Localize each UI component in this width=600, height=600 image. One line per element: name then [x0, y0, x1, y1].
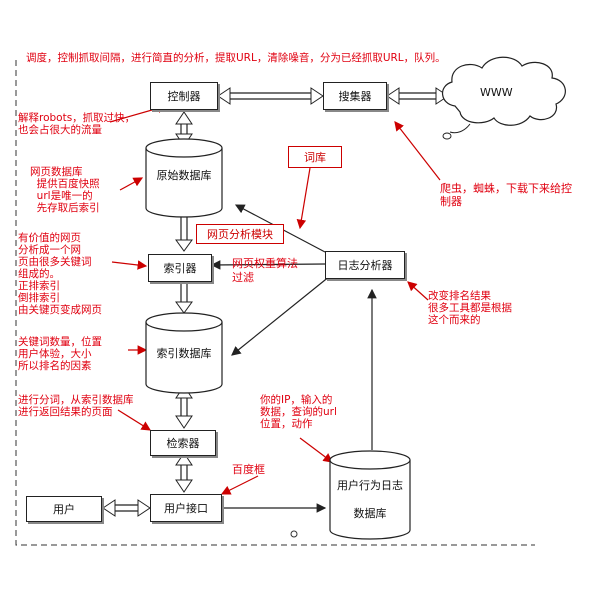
searcher-label: 检索器	[166, 437, 200, 450]
indexer-box: 索引器	[148, 254, 212, 282]
www-cloud-shape	[442, 56, 566, 140]
weight-calc-text: 网页权重算法	[232, 257, 298, 270]
note-behavior: 你的IP，输入的 数据，查询的url 位置，动作	[260, 394, 337, 430]
log-analyzer-box: 日志分析器	[325, 251, 405, 279]
controller-box: 控制器	[150, 82, 218, 110]
log-analyzer-label: 日志分析器	[337, 259, 393, 272]
collector-www-arrow	[386, 87, 449, 105]
user-interface-label: 用户接口	[164, 502, 208, 515]
user-box: 用户	[26, 496, 102, 522]
page-analysis-box: 网页分析模块	[196, 224, 284, 244]
note-ranking: 关键词数量，位置 用户体验，大小 所以排名的因素	[18, 336, 102, 372]
lexicon-arrow	[296, 167, 311, 230]
user-ui-arrow	[102, 499, 151, 517]
rawdb-note-arrow	[119, 177, 144, 191]
lexicon-label: 词库	[304, 151, 326, 164]
index-db-cylinder	[145, 312, 223, 394]
behavior-db-label-1: 用户行为日志	[337, 479, 403, 492]
filter-text: 过滤	[232, 271, 254, 284]
raw-db-cylinder	[145, 138, 223, 218]
behavior-db-label-2: 数据库	[353, 507, 387, 520]
note-raw-db: 网页数据库 提供百度快照 url是唯一的 先存取后索引	[30, 166, 100, 214]
dashed-frame	[15, 60, 535, 546]
note-searcher: 进行分词，从索引数据库 进行返回结果的页面	[18, 394, 134, 418]
rawdb-indexer-arrow	[175, 216, 193, 252]
user-label: 用户	[53, 503, 75, 516]
note-log: 改变排名结果 很多工具都是根据 这个而来的	[428, 290, 512, 326]
note-spider: 爬虫，蜘蛛，下载下来给控 制器	[440, 182, 572, 208]
collector-box: 搜集器	[323, 82, 387, 110]
baidu-box-arrow	[220, 475, 259, 495]
note-indexer: 有价值的网页 分析成一个网 页由很多关键词 组成的。 正排索引 倒排索引 由关键…	[18, 232, 102, 316]
controller-label: 控制器	[167, 90, 201, 103]
note-baidu-box: 百度框	[232, 463, 265, 476]
behavior-note-arrow	[299, 437, 333, 463]
page-analysis-label: 网页分析模块	[207, 228, 273, 241]
indexer-label: 索引器	[163, 262, 197, 275]
note-top: 调度，控制抓取间隔，进行简直的分析，提取URL，清除噪音，分为已经抓取URL，队…	[26, 52, 446, 64]
spider-arrow	[394, 121, 441, 181]
log-indexdb-arrow	[231, 275, 331, 356]
index-db-label: 索引数据库	[156, 347, 212, 360]
user-interface-box: 用户接口	[150, 494, 222, 522]
indexer-indexdb-arrow	[175, 282, 193, 314]
searcher-ui-arrow	[175, 452, 193, 493]
www-label: WWW	[480, 86, 513, 99]
raw-db-label: 原始数据库	[156, 169, 212, 182]
log-indexer-arrow	[210, 260, 326, 270]
note-robots: 解释robots，抓取过快， 也会占很大的流量	[18, 112, 136, 136]
small-circle	[290, 530, 298, 538]
indexer-note-arrow	[111, 260, 148, 270]
controller-collector-arrow	[217, 87, 324, 105]
searcher-box: 检索器	[150, 430, 216, 456]
lexicon-box: 词库	[288, 146, 342, 168]
behavior-db-cylinder	[329, 450, 411, 540]
log-note-arrow	[407, 281, 429, 301]
searcher-note-arrow	[117, 409, 152, 431]
collector-label: 搜集器	[338, 90, 372, 103]
